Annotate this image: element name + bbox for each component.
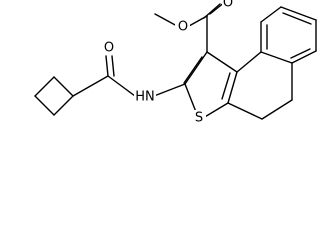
- bond-c9a-c9: [260, 6, 282, 23]
- molecule-diagram: O O O HN S: [34, 0, 317, 126]
- bond-cb1-cb2: [53, 76, 74, 97]
- atom-ester-o: O: [178, 20, 188, 35]
- bond-s-c7a: [202, 102, 229, 119]
- bond-c3a-c3: [206, 51, 238, 73]
- atom-amide-carbonyl-o: O: [104, 41, 114, 56]
- bond-c7-c6-inner: [290, 48, 311, 59]
- bond-c7a-c3a-inner: [221, 72, 231, 100]
- bond-c3a-c9b: [236, 51, 262, 73]
- atom-thiophene-s: S: [195, 111, 203, 126]
- bond-cb2-cb3: [34, 76, 55, 97]
- bond-amide-c-double-o-a: [105, 55, 109, 77]
- bond-c6-c9b: [260, 51, 293, 64]
- bond-c3-c2-inner: [183, 56, 203, 84]
- bond-amidec-cb: [72, 75, 109, 97]
- bond-c7-c6: [291, 50, 317, 64]
- bond-c2-s: [184, 83, 197, 113]
- bond-cb3-cb4: [34, 95, 55, 116]
- bond-c4-c5: [261, 99, 293, 120]
- bond-n-amidec: [107, 75, 136, 97]
- bond-c3-c2: [184, 51, 208, 85]
- bond-c7a-c3a: [227, 71, 238, 104]
- bond-c9-c8: [280, 6, 317, 21]
- bond-c9-c8-inner: [282, 12, 312, 25]
- bond-c2-n: [153, 83, 186, 97]
- bond-c7a-c4: [227, 102, 263, 120]
- atom-ester-carbonyl-o: O: [223, 0, 233, 11]
- bond-amide-c-double-o-b: [111, 55, 115, 77]
- bond-cb4-cb1: [53, 95, 74, 116]
- bonds: [34, 1, 317, 120]
- structure-canvas: O O O HN S: [34, 0, 317, 126]
- atom-labels: O O O HN S: [101, 0, 236, 126]
- atom-amide-n: HN: [135, 90, 155, 105]
- bond-methyl-o: [154, 13, 178, 27]
